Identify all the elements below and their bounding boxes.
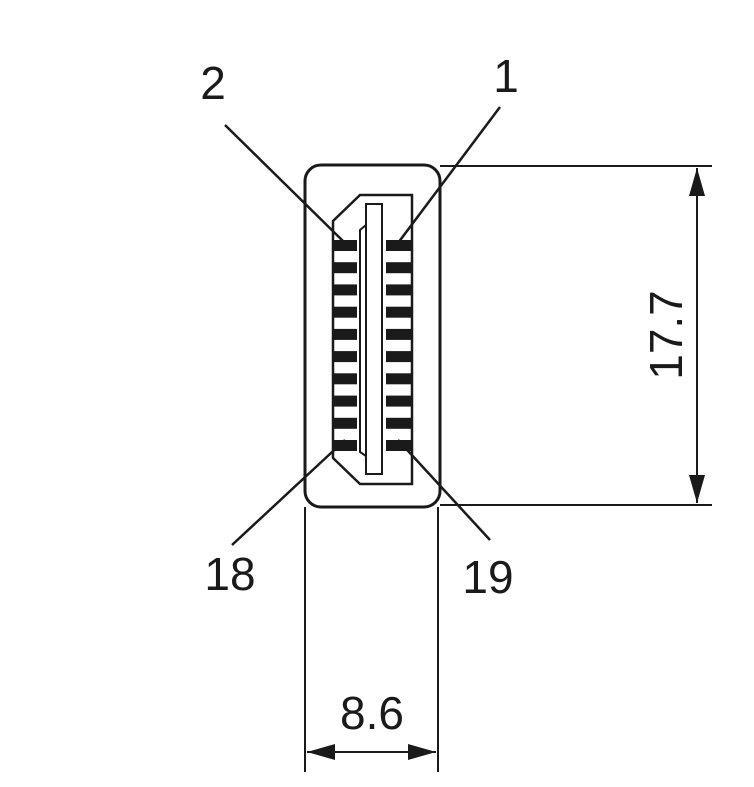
pin-contact-right-10	[386, 440, 412, 451]
height-dimension-label: 17.7	[640, 290, 692, 380]
pin-contact-left-5	[333, 328, 357, 340]
receptacle-outline	[331, 193, 414, 486]
pin-label-18: 18	[204, 548, 255, 600]
leader-line-pin-19	[397, 439, 491, 541]
pin-contact-left-8	[333, 395, 357, 407]
pin-contact-left-4	[333, 306, 357, 318]
height-arrow-top	[689, 168, 705, 196]
leader-line-pin-18	[231, 439, 346, 546]
width-dimension-label: 8.6	[340, 687, 404, 739]
pin-column-left	[333, 240, 357, 451]
pin-contact-right-4	[386, 306, 412, 318]
width-arrow-left	[307, 744, 335, 760]
height-arrow-bottom	[689, 475, 705, 503]
tongue-left-bevel	[359, 224, 367, 457]
pin-contact-right-9	[386, 417, 412, 429]
pin-contact-left-9	[333, 417, 357, 429]
leader-line-pin-1	[397, 106, 501, 244]
pin-column-right	[386, 240, 412, 451]
pin-contact-left-6	[333, 351, 357, 363]
pin-contact-right-2	[386, 262, 412, 274]
pin-label-1: 1	[493, 50, 519, 102]
center-tongue	[365, 203, 383, 475]
pin-label-19: 19	[462, 551, 513, 603]
pin-contact-right-3	[386, 284, 412, 296]
pin-contact-left-7	[333, 373, 357, 385]
pin-contact-right-6	[386, 351, 412, 363]
pin-contact-left-10	[333, 440, 357, 451]
pin-contact-right-7	[386, 373, 412, 385]
pin-contact-right-5	[386, 328, 412, 340]
pin-label-2: 2	[200, 57, 226, 109]
connector-housing	[303, 163, 442, 509]
pin-contact-left-3	[333, 284, 357, 296]
pin-contact-left-2	[333, 262, 357, 274]
pin-contact-left-1	[333, 240, 357, 251]
pin-contact-right-8	[386, 395, 412, 407]
leader-line-pin-2	[224, 124, 346, 244]
width-arrow-right	[408, 744, 436, 760]
pin-contact-right-1	[386, 240, 412, 251]
